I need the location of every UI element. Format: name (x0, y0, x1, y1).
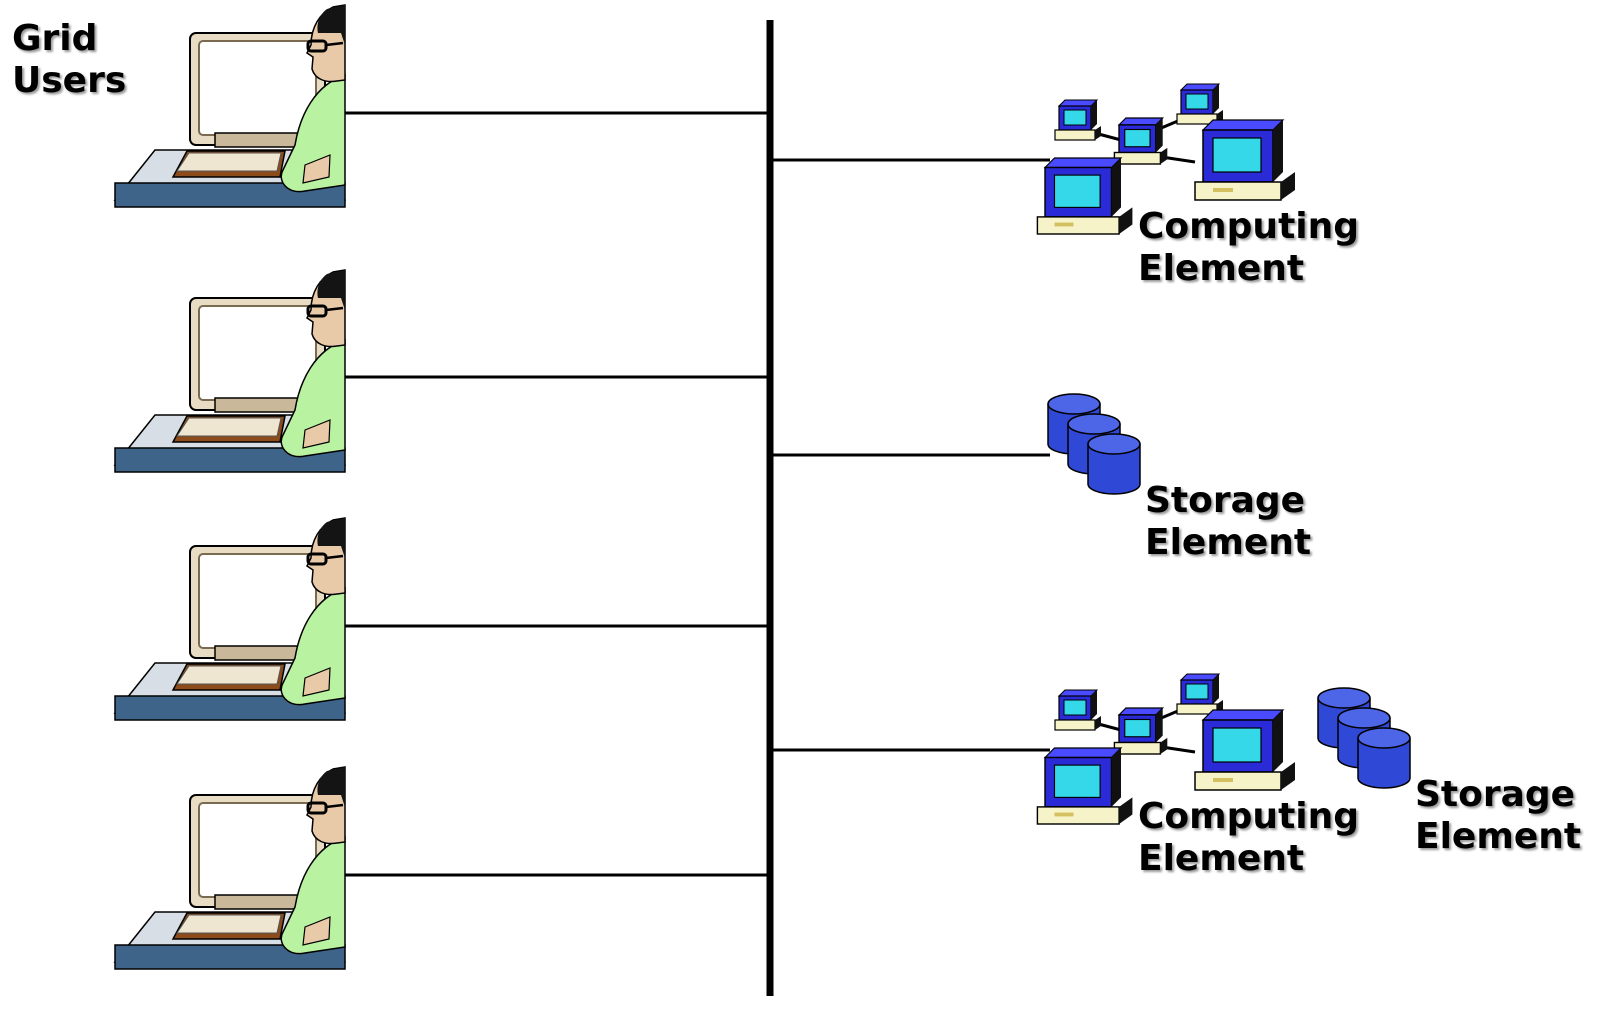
grid-user-1-icon (113, 3, 347, 209)
grid-user-4-icon (113, 765, 347, 971)
storage-element-1-label-line2: Element (1145, 522, 1312, 563)
storage-element-2-label: Storage Element (1415, 774, 1581, 858)
grid-users-label-line2: Users (12, 60, 127, 101)
computing-element-1-label-line2: Element (1138, 248, 1305, 289)
computing-element-1-label: Computing Element (1138, 206, 1359, 290)
storage-cylinders-icon (1048, 394, 1140, 494)
storage-element-1-label-line1: Storage (1145, 480, 1306, 521)
grid-users-label-line1: Grid (12, 18, 98, 59)
storage-element-2-label-line2: Element (1415, 816, 1582, 857)
storage-element-2-label-line1: Storage (1415, 774, 1576, 815)
computing-element-1-label-line1: Computing (1138, 206, 1360, 247)
computing-element-2-label-line1: Computing (1138, 796, 1360, 837)
grid-user-2-icon (113, 268, 347, 474)
computing-element-2-label-line2: Element (1138, 838, 1305, 879)
storage-element-1-label: Storage Element (1145, 480, 1311, 564)
grid-users-label: Grid Users (12, 18, 126, 102)
computing-element-2-label: Computing Element (1138, 796, 1359, 880)
storage-cylinders-icon (1318, 688, 1410, 788)
grid-user-3-icon (113, 516, 347, 722)
